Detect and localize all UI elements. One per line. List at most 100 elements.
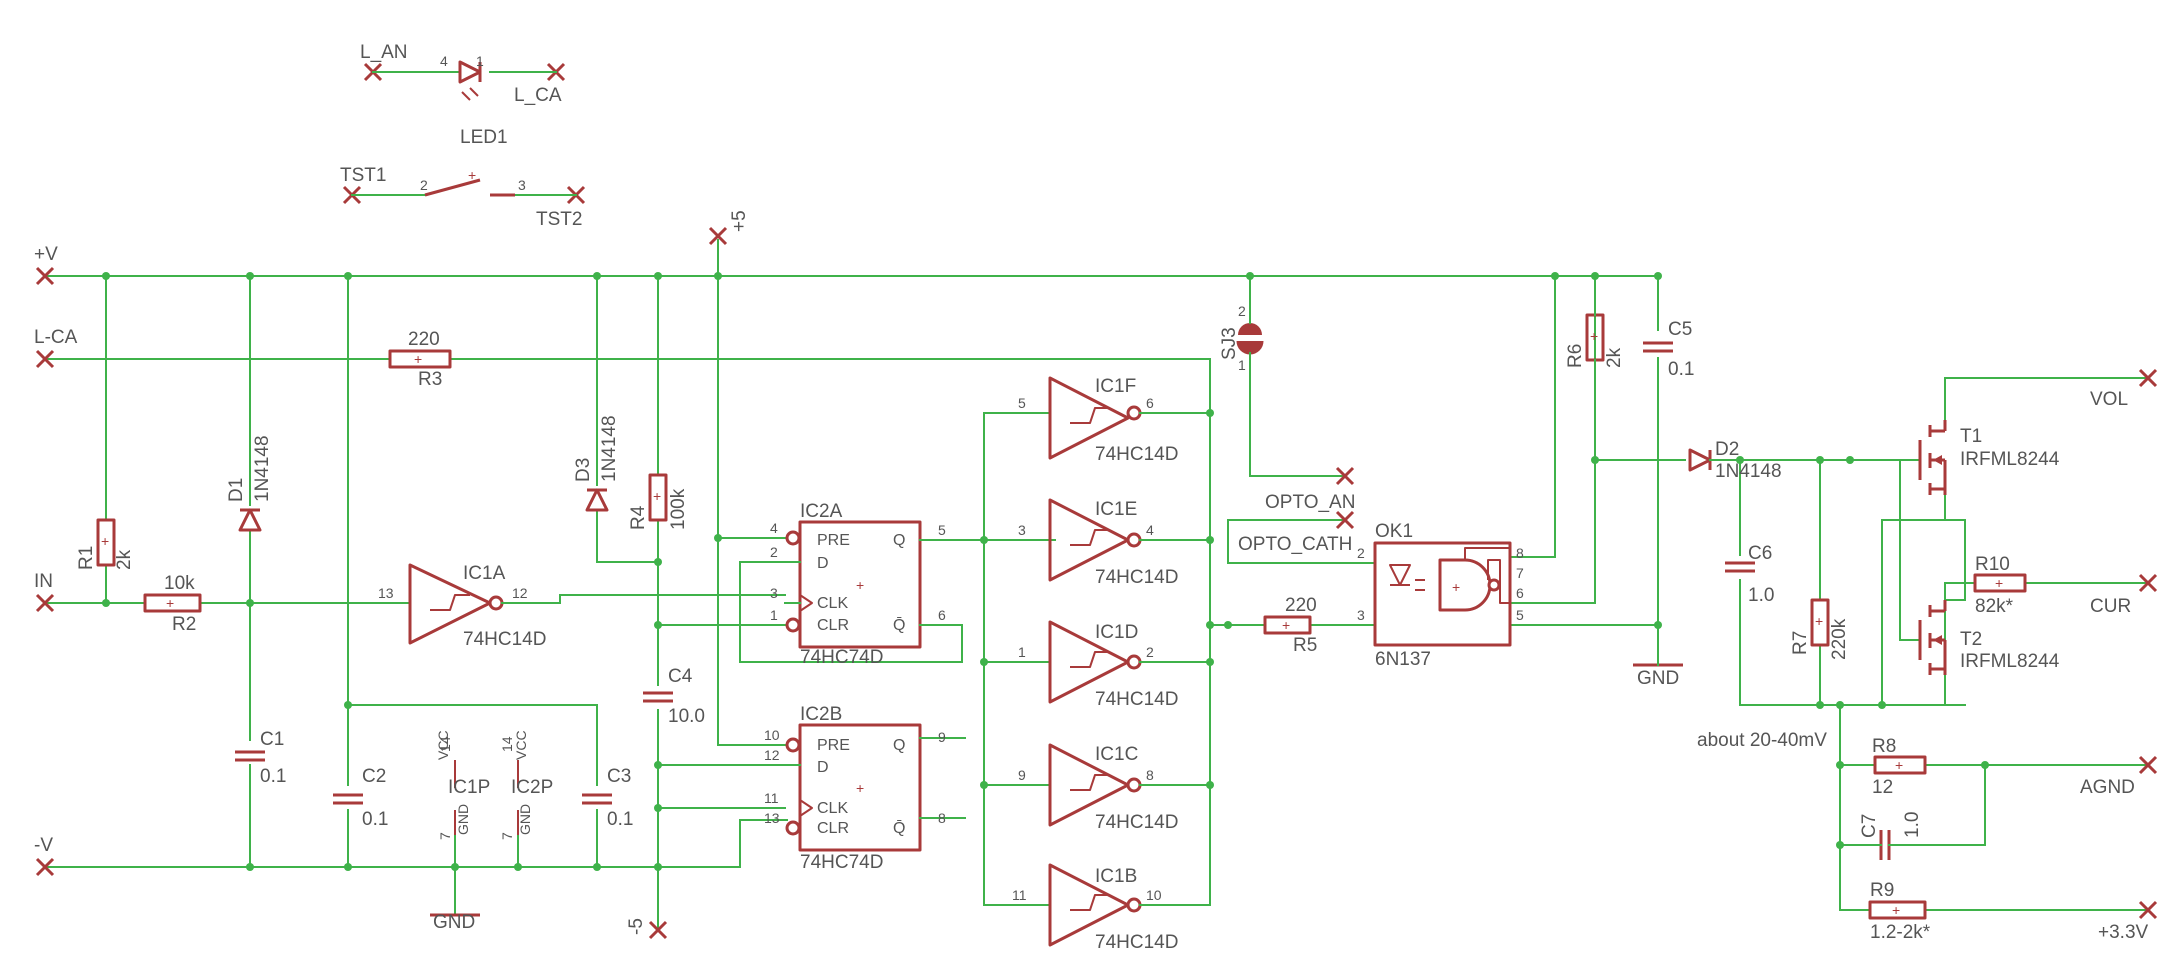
r10-name: R10 [1975,554,2010,575]
c5-name: C5 [1668,319,1692,340]
r6-name: R6 [1565,344,1586,368]
c7-name: C7 [1859,814,1880,838]
note-label: about 20-40mV [1697,730,1827,751]
c2-value: 0.1 [362,809,388,830]
net-agnd: AGND [2080,777,2135,798]
r7-name: R7 [1790,631,1811,655]
ff-pin-pre: PRE [817,532,850,549]
pin-label: 2 [1238,303,1246,319]
net-opto-cath: OPTO_CATH [1238,534,1352,555]
pin-label: 6 [1146,395,1154,411]
pin-label: 7 [499,832,515,840]
pin-label: 6 [1516,585,1524,601]
svg-text:+: + [856,577,864,593]
r2-value: 10k [164,573,195,594]
d2-name: D2 [1715,439,1739,460]
pin-label: 11 [764,790,779,806]
svg-text:+: + [1815,613,1823,629]
capacitors [235,341,1926,860]
svg-text:+: + [1590,328,1598,344]
ff-pin-clk: CLK [817,595,848,612]
ic2a-name: IC2A [800,501,843,522]
pin-label: 13 [764,810,780,826]
d1-value: 1N4148 [252,435,273,502]
power-symbols [430,624,1683,917]
flip-flops: ++ [739,520,956,852]
pin-label: 3 [1357,607,1365,623]
ic2b-value: 74HC74D [800,852,883,873]
ic1c-name: IC1C [1095,744,1138,765]
net-minus-v: -V [34,835,53,856]
gnd-pin: GND [455,804,471,835]
t1-value: IRFML8244 [1960,449,2060,470]
pin-label: 2 [1146,644,1154,660]
r10-value: 82k* [1975,596,2014,617]
net-l-ca-top: L_CA [514,85,562,106]
pin-label: 8 [938,810,946,826]
svg-text:+: + [101,533,109,549]
resistors: + + + + + + + + + + [96,275,2027,920]
net-vol: VOL [2090,389,2128,410]
led1-name: LED1 [460,127,508,148]
ff-pin-clr: CLR [817,617,849,634]
ff-pin-clr: CLR [817,820,849,837]
c7-value: 1.0 [1902,812,1923,838]
ic2b-name: IC2B [800,704,842,725]
net-minus5: -5 [626,918,647,935]
ok1-value: 6N137 [1375,649,1431,670]
inverters [408,376,1171,947]
pin-label: 2 [770,544,778,560]
pin-label: 14 [437,736,453,752]
pin-label: 5 [1018,395,1026,411]
vcc-pin: VCC [435,730,451,760]
r3-value: 220 [408,329,440,350]
pin-label: 11 [1012,887,1027,903]
r5-name: R5 [1293,635,1317,656]
svg-text:+: + [1452,579,1460,595]
ic1p-name: IC1P [448,777,490,798]
r3-name: R3 [418,369,442,390]
pin-label: 4 [770,520,778,536]
ic1e-name: IC1E [1095,499,1137,520]
pin-label: 2 [420,177,428,193]
r9-name: R9 [1870,880,1894,901]
ff-pin-d: D [817,759,829,776]
d3-value: 1N4148 [599,415,620,482]
pin-label: 9 [1018,767,1026,783]
c3-value: 0.1 [607,809,633,830]
r1-value: 2k [114,549,135,570]
net-l-an: L_AN [360,42,408,63]
sj3-name: SJ3 [1219,327,1240,360]
d3-name: D3 [573,458,594,482]
ic1a-value: 74HC14D [463,629,546,650]
ff-pin-d: D [817,555,829,572]
net-terminals [35,62,2158,940]
ff-pin-q: Q [893,737,905,754]
r1-name: R1 [76,546,97,570]
ok1-name: OK1 [1375,521,1413,542]
net-cur: CUR [2090,596,2131,617]
pin-label: 1 [1018,644,1026,660]
pin-label: 12 [764,747,780,763]
r6-value: 2k [1604,347,1625,368]
c4-name: C4 [668,666,693,687]
ic1e-value: 74HC14D [1095,567,1178,588]
c1-value: 0.1 [260,766,286,787]
r4-value: 100k [668,488,689,530]
pin-label: 6 [938,607,946,623]
net-3v3: +3.3V [2098,922,2149,943]
ff-pin-q: Q [893,532,905,549]
pin-label: 1 [476,53,484,69]
t1-name: T1 [1960,426,1982,447]
labels: L_AN L_CA TST1 TST2 +V L-CA IN -V +5 -5 … [34,42,2149,953]
diodes [238,448,1741,532]
pin-label: 1 [770,607,778,623]
net-in: IN [34,571,53,592]
junctions [102,272,1989,871]
r9-value: 1.2-2k* [1870,922,1931,943]
pin-label: 9 [938,729,946,745]
svg-text:+: + [1282,617,1290,633]
pin-label: 3 [770,585,778,601]
gnd-label-b: GND [1637,668,1679,689]
